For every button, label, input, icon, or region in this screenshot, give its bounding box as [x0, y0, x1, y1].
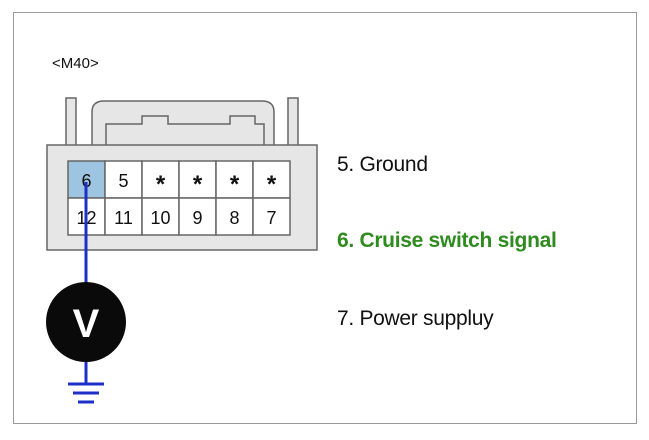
pin-unused-label: * — [230, 171, 240, 198]
pin-number: 9 — [192, 208, 202, 228]
pin-cell — [252, 197, 291, 236]
pin-unused-label: * — [156, 171, 166, 198]
legend-ground: 5. Ground — [337, 153, 428, 176]
pin-cell — [215, 197, 254, 236]
legend-cruise-switch-signal: 6. Cruise switch signal — [337, 229, 557, 252]
connector-label: <M40> — [52, 55, 99, 72]
legend-power-supply: 7. Power suppluy — [337, 307, 494, 330]
voltmeter-icon — [46, 282, 126, 362]
pin-unused-label: * — [267, 171, 277, 198]
ground-icon — [68, 382, 104, 404]
pin-cell — [178, 197, 217, 236]
pin-cell — [104, 197, 143, 236]
voltmeter-symbol: V — [73, 302, 100, 346]
voltmeter: V — [46, 282, 126, 362]
pin-cell — [252, 160, 291, 199]
pin-grid: 65****121110987 — [67, 160, 291, 236]
pin-number: 11 — [114, 208, 133, 228]
pin-number: 8 — [229, 208, 239, 228]
pin-number: 5 — [118, 171, 128, 191]
pin-cell — [215, 160, 254, 199]
pin-number: 10 — [150, 208, 170, 228]
pin-number: 6 — [81, 171, 91, 191]
pin-number: 7 — [266, 208, 276, 228]
pin-unused-label: * — [193, 171, 203, 198]
